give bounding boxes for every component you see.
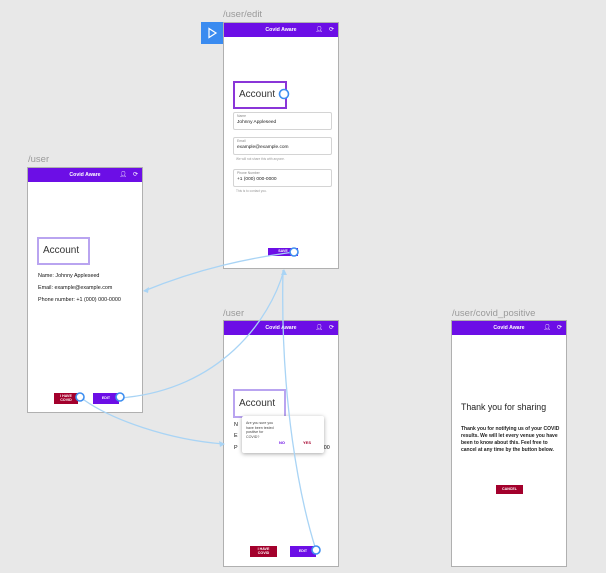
connector-edit-to-edit xyxy=(119,269,285,399)
logout-icon[interactable]: ⟳ xyxy=(556,325,562,331)
app-bar: Covid Aware 👤︎ ⟳ xyxy=(28,168,142,182)
route-label-user-dialog: /user xyxy=(223,308,245,319)
dialog-message: Are you sure you have been tested positi… xyxy=(246,421,274,440)
phone-hint: This is to contact you. xyxy=(236,189,267,193)
user-phone: Phone number: +1 (000) 000-0000 xyxy=(38,297,121,303)
person-icon[interactable]: 👤︎ xyxy=(315,325,323,331)
logout-icon[interactable]: ⟳ xyxy=(328,27,334,33)
person-icon[interactable]: 👤︎ xyxy=(119,172,127,178)
handle-covid xyxy=(75,392,85,402)
i-have-covid-button[interactable]: I HAVE COVID xyxy=(54,393,78,404)
thanks-body: Thank you for notifying us of your COVID… xyxy=(461,426,560,453)
route-label-user-left: /user xyxy=(28,154,50,165)
arrowhead-edit-1 xyxy=(281,269,287,275)
handle-heading xyxy=(278,88,290,100)
partial-email-letter: E xyxy=(234,433,238,439)
person-icon[interactable]: 👤︎ xyxy=(543,325,551,331)
app-bar: Covid Aware 👤︎ ⟳ xyxy=(224,321,338,335)
name-field-value: Johnny Appleseed xyxy=(237,120,277,125)
user-name: Name: Johnny Appleseed xyxy=(38,273,100,279)
phone-field-label: Phone Number xyxy=(237,171,260,175)
edit-button[interactable]: EDIT xyxy=(93,393,119,404)
i-have-covid-button[interactable]: I HAVE COVID xyxy=(250,546,277,557)
route-label-user-covid-positive: /user/covid_positive xyxy=(452,308,536,319)
edit-button[interactable]: EDIT xyxy=(290,546,316,557)
name-field-label: Name xyxy=(237,114,247,118)
screen-user-dialog: Covid Aware 👤︎ ⟳ Account N E P 000-0000 … xyxy=(223,320,339,567)
save-button[interactable]: SAVE xyxy=(268,248,298,256)
route-label-user-edit: /user/edit xyxy=(223,9,263,20)
partial-phone-letter: P xyxy=(234,445,238,451)
phone-field[interactable]: Phone Number +1 (000) 000-0000 xyxy=(233,169,332,187)
account-heading: Account xyxy=(37,237,90,265)
app-title: Covid Aware xyxy=(265,325,297,331)
email-field[interactable]: Email example@example.com xyxy=(233,137,332,155)
person-icon[interactable]: 👤︎ xyxy=(315,27,323,33)
email-hint: We will not share this with anyone. xyxy=(236,157,285,161)
user-email: Email: example@example.com xyxy=(38,285,113,291)
play-button[interactable] xyxy=(201,22,223,44)
app-bar: Covid Aware 👤︎ ⟳ xyxy=(224,23,338,37)
logout-icon[interactable]: ⟳ xyxy=(132,172,138,178)
arrowhead-user xyxy=(143,287,149,293)
handle-edit xyxy=(115,392,125,402)
handle-dialog-edit xyxy=(311,545,321,555)
partial-name-letter: N xyxy=(234,422,238,428)
screen-user-left: Covid Aware 👤︎ ⟳ Account Name: Johnny Ap… xyxy=(27,167,143,413)
app-bar: Covid Aware 👤︎ ⟳ xyxy=(452,321,566,335)
email-field-label: Email xyxy=(237,139,246,143)
app-title: Covid Aware xyxy=(69,172,101,178)
handle-save xyxy=(289,247,299,257)
screen-user-covid-positive: Covid Aware 👤︎ ⟳ Thank you for sharing T… xyxy=(451,320,567,567)
connector-dialog-edit-to-edit xyxy=(282,269,317,551)
play-icon xyxy=(208,27,218,39)
arrowhead-dialog xyxy=(219,441,225,447)
cancel-button[interactable]: CANCEL xyxy=(496,485,523,494)
app-title: Covid Aware xyxy=(493,325,525,331)
phone-field-value: +1 (000) 000-0000 xyxy=(237,177,277,182)
logout-icon[interactable]: ⟳ xyxy=(328,325,334,331)
screen-user-edit: Covid Aware 👤︎ ⟳ Account Name Johnny App… xyxy=(223,22,339,269)
thanks-title: Thank you for sharing xyxy=(461,402,547,412)
email-field-value: example@example.com xyxy=(237,145,289,150)
app-title: Covid Aware xyxy=(265,27,297,33)
connector-covid-to-dialog xyxy=(79,396,225,445)
dialog-yes-button[interactable]: YES xyxy=(303,440,312,445)
connector-save-to-user xyxy=(143,251,295,292)
dialog-no-button[interactable]: NO xyxy=(279,440,285,445)
confirm-dialog: Are you sure you have been tested positi… xyxy=(242,416,324,453)
name-field[interactable]: Name Johnny Appleseed xyxy=(233,112,332,130)
